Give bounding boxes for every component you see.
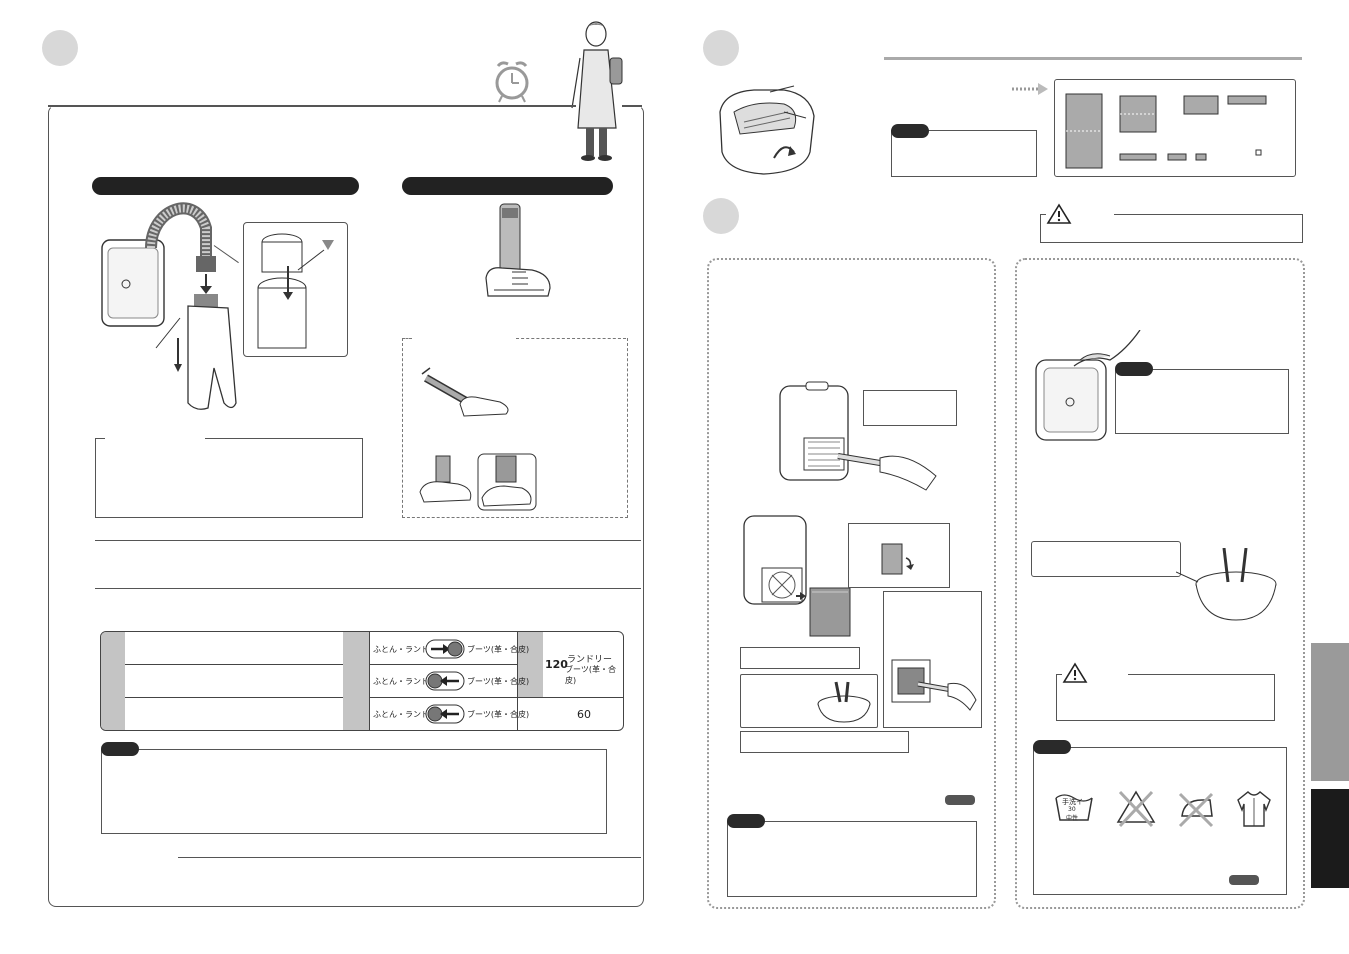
dryer-boots-illustration bbox=[101, 202, 237, 410]
memo-label-badge-top-right bbox=[891, 124, 929, 138]
woman-character-illustration bbox=[571, 21, 623, 161]
table-row-line-3 bbox=[369, 664, 517, 665]
time-value-b: 60 bbox=[577, 708, 591, 721]
callout-box-wash bbox=[1031, 541, 1181, 577]
note-box-left bbox=[95, 438, 363, 518]
caution-box-top-line bbox=[1114, 214, 1302, 215]
memo-label-badge-wipe bbox=[1115, 362, 1153, 376]
hand-wash-care-icon bbox=[1055, 794, 1093, 821]
caution-box-lower-stub bbox=[1056, 674, 1062, 675]
warning-triangle-icon bbox=[1046, 203, 1072, 224]
caution-box-top bbox=[1040, 214, 1303, 243]
table-row1-toggle-right-icon bbox=[425, 639, 465, 659]
table-row3-mode-left: ふとん・ランドリー bbox=[373, 710, 445, 719]
shoe-dryer-illustration bbox=[485, 203, 551, 297]
filter-wash-basin-illustration bbox=[817, 681, 871, 723]
alarm-clock-icon bbox=[495, 61, 529, 103]
shoe-dashed-top-stub bbox=[402, 338, 412, 340]
folding-steps-illustration bbox=[1065, 93, 1267, 169]
time-value-a-line2: ブーツ(革・合皮) bbox=[565, 665, 616, 685]
table-row-line-2 bbox=[125, 697, 343, 698]
table-row2-mode-right: ブーツ(革・合皮) bbox=[467, 677, 530, 686]
shoe-dashed-top bbox=[516, 338, 626, 340]
section-number-circle bbox=[42, 30, 78, 66]
table-row1-mode-right: ブーツ(革・合皮) bbox=[467, 645, 530, 654]
callout-box-vacuum bbox=[863, 390, 957, 426]
time-value-a-line1: ランドリー bbox=[567, 655, 613, 665]
side-tab-gray bbox=[1311, 643, 1349, 781]
table-left-shade bbox=[101, 632, 125, 730]
table-row3-mode-right: ブーツ(革・合皮) bbox=[467, 710, 530, 719]
memo-box-wipe bbox=[1115, 369, 1289, 434]
dotted-arrow-icon bbox=[1012, 83, 1048, 95]
note-box-left-top-stub bbox=[95, 438, 105, 439]
section-header-bar-right bbox=[402, 177, 613, 195]
time-value-a-number: 120 bbox=[545, 658, 568, 671]
dry-flat-garment-icon bbox=[1237, 791, 1271, 827]
label-box-filter-1 bbox=[740, 647, 860, 669]
mode-settings-table: ふとん・ランドリー ブーツ(革・合皮) ふとん・ランドリー ブーツ(革・合皮) … bbox=[100, 631, 624, 731]
maintenance-column-right bbox=[1015, 258, 1305, 909]
table-row-line-4 bbox=[369, 697, 623, 698]
memo-label-badge-lower-left bbox=[727, 814, 765, 828]
page-ref-tag-right bbox=[1229, 875, 1259, 885]
table-row3-toggle-left-icon bbox=[425, 704, 465, 724]
shoe-variant-dashed-box bbox=[402, 338, 628, 518]
memo-box-lower-left bbox=[727, 821, 977, 897]
table-col-divider-2 bbox=[517, 632, 518, 730]
panel-top-border-right bbox=[622, 105, 642, 107]
shoe-hose-illustration bbox=[419, 453, 537, 511]
table-row2-toggle-left-icon bbox=[425, 671, 465, 691]
section-number-circle-mid-right bbox=[703, 198, 739, 234]
wipe-cloth-illustration bbox=[1035, 330, 1141, 441]
filter-zoom-illustration bbox=[881, 543, 914, 575]
panel-top-border-left bbox=[48, 105, 576, 107]
page-ref-tag-left bbox=[945, 795, 975, 805]
warning-triangle-icon-lower bbox=[1062, 662, 1088, 683]
section-number-circle-top-right bbox=[703, 30, 739, 66]
hand-wash-basin-illustration bbox=[1176, 548, 1277, 621]
label-box-filter-2 bbox=[740, 731, 909, 753]
no-bleach-care-icon bbox=[1116, 790, 1156, 828]
caution-box-lower-line bbox=[1128, 674, 1274, 675]
table-row1-mode-left: ふとん・ランドリー bbox=[373, 645, 445, 654]
maintenance-column-left bbox=[707, 258, 996, 909]
table-row-line-1 bbox=[125, 664, 343, 665]
divider-line-2 bbox=[95, 588, 641, 589]
filter-vacuum-zoom-illustration bbox=[891, 659, 977, 711]
side-tab-black bbox=[1311, 789, 1349, 888]
caution-box-lower bbox=[1056, 674, 1275, 721]
table-col-divider-1 bbox=[369, 632, 370, 730]
left-main-panel bbox=[48, 105, 644, 907]
no-iron-care-icon bbox=[1178, 792, 1214, 828]
storage-bag-illustration bbox=[719, 85, 815, 175]
bottom-rule-left bbox=[178, 857, 641, 858]
care-label-line2: 30 bbox=[1068, 806, 1076, 813]
table-right-shade bbox=[517, 632, 543, 698]
dress-shoe-illustration bbox=[421, 367, 509, 417]
top-right-gray-rule bbox=[884, 57, 1302, 60]
filter-vacuum-illustration bbox=[779, 381, 937, 491]
table-mid-shade bbox=[343, 632, 369, 730]
memo-label-badge-care bbox=[1033, 740, 1071, 754]
note-box-left-top bbox=[205, 438, 362, 439]
filter-removal-illustration bbox=[743, 515, 851, 637]
memo-label-badge-left bbox=[101, 742, 139, 756]
memo-box-left bbox=[101, 749, 607, 834]
divider-line-1 bbox=[95, 540, 641, 541]
table-row2-mode-left: ふとん・ランドリー bbox=[373, 677, 445, 686]
caution-box-top-stub bbox=[1040, 214, 1046, 215]
connector-zoom-illustration bbox=[257, 233, 334, 349]
section-header-bar-left bbox=[92, 177, 359, 195]
care-label-line1: 手洗イ bbox=[1062, 798, 1083, 806]
care-label-line3: 中性 bbox=[1066, 815, 1079, 822]
